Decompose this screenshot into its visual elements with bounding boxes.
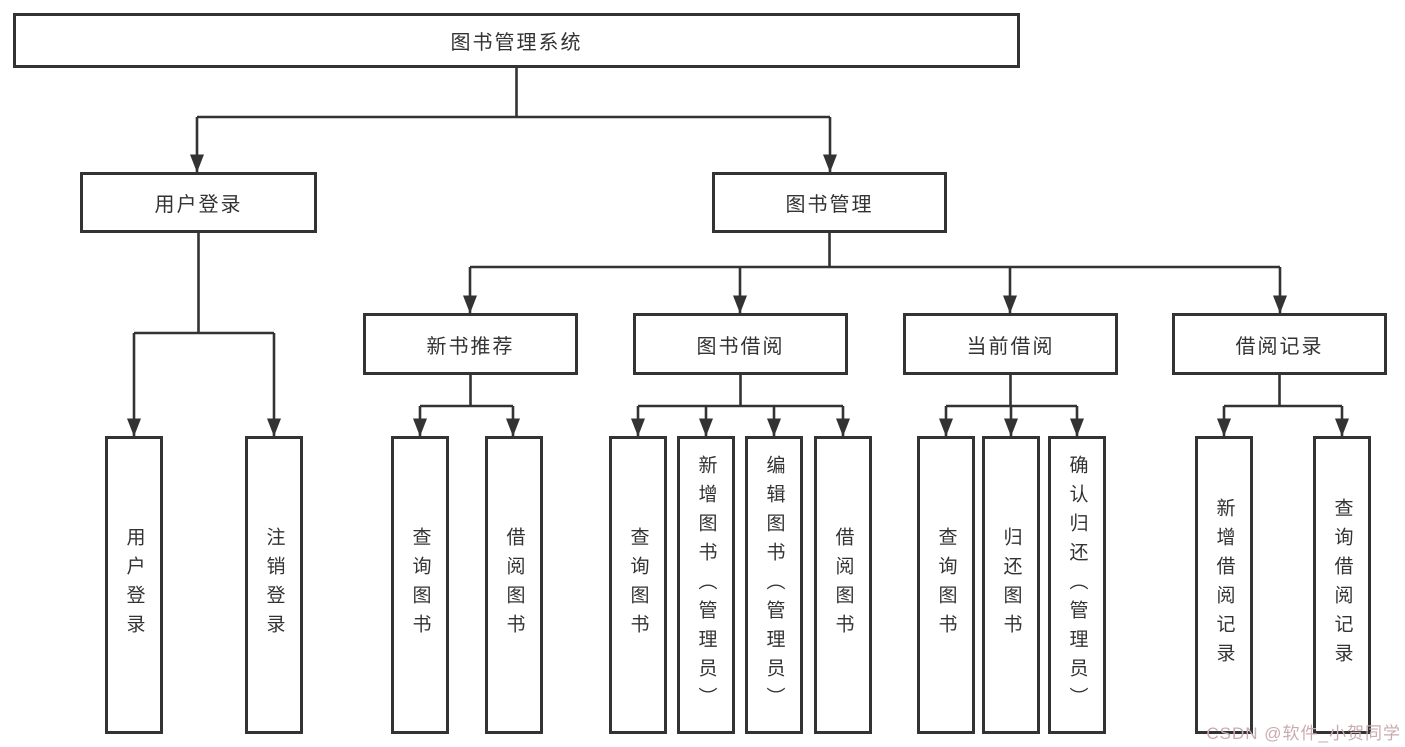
leaf-label: 查询借阅记录: [1331, 498, 1353, 672]
leaf-label: 借阅图书: [832, 527, 854, 643]
leaf-label: 归还图书: [1000, 527, 1022, 643]
leaf-add-books-admin: 新增图书（管理员）: [677, 436, 735, 734]
leaf-add-borrow-record: 新增借阅记录: [1195, 436, 1253, 734]
node-user-login-group: 用户登录: [80, 172, 317, 233]
node-book-borrowing: 图书借阅: [633, 313, 848, 375]
leaf-query-books-borrowing: 查询图书: [609, 436, 667, 734]
leaf-edit-books-admin: 编辑图书（管理员）: [745, 436, 803, 734]
leaf-label: 新增图书（管理员）: [695, 454, 717, 716]
node-book-management: 图书管理: [712, 172, 947, 233]
leaf-confirm-return-admin: 确认归还（管理员）: [1048, 436, 1106, 734]
leaf-label: 新增借阅记录: [1213, 498, 1235, 672]
leaf-user-login: 用户登录: [105, 436, 163, 734]
connector-arrows: [127, 117, 1349, 437]
leaf-borrow-books-borrowing: 借阅图书: [814, 436, 872, 734]
leaf-return-books: 归还图书: [982, 436, 1040, 734]
node-current-borrowing: 当前借阅: [903, 313, 1118, 375]
node-new-book-recommendation: 新书推荐: [363, 313, 578, 375]
leaf-label: 查询图书: [627, 527, 649, 643]
leaf-query-books-recommend: 查询图书: [391, 436, 449, 734]
leaf-logout: 注销登录: [245, 436, 303, 734]
leaf-label: 借阅图书: [503, 527, 525, 643]
leaf-label: 确认归还（管理员）: [1066, 454, 1088, 716]
leaf-query-borrow-record: 查询借阅记录: [1313, 436, 1371, 734]
leaf-label: 查询图书: [409, 527, 431, 643]
leaf-borrow-books-recommend: 借阅图书: [485, 436, 543, 734]
leaf-label: 注销登录: [263, 527, 285, 643]
leaf-label: 用户登录: [123, 527, 145, 643]
leaf-label: 编辑图书（管理员）: [763, 454, 785, 716]
node-library-system: 图书管理系统: [13, 13, 1020, 68]
node-borrowing-records: 借阅记录: [1172, 313, 1387, 375]
connector-trunks: [134, 68, 1342, 408]
leaf-label: 查询图书: [935, 527, 957, 643]
leaf-query-books-current: 查询图书: [917, 436, 975, 734]
